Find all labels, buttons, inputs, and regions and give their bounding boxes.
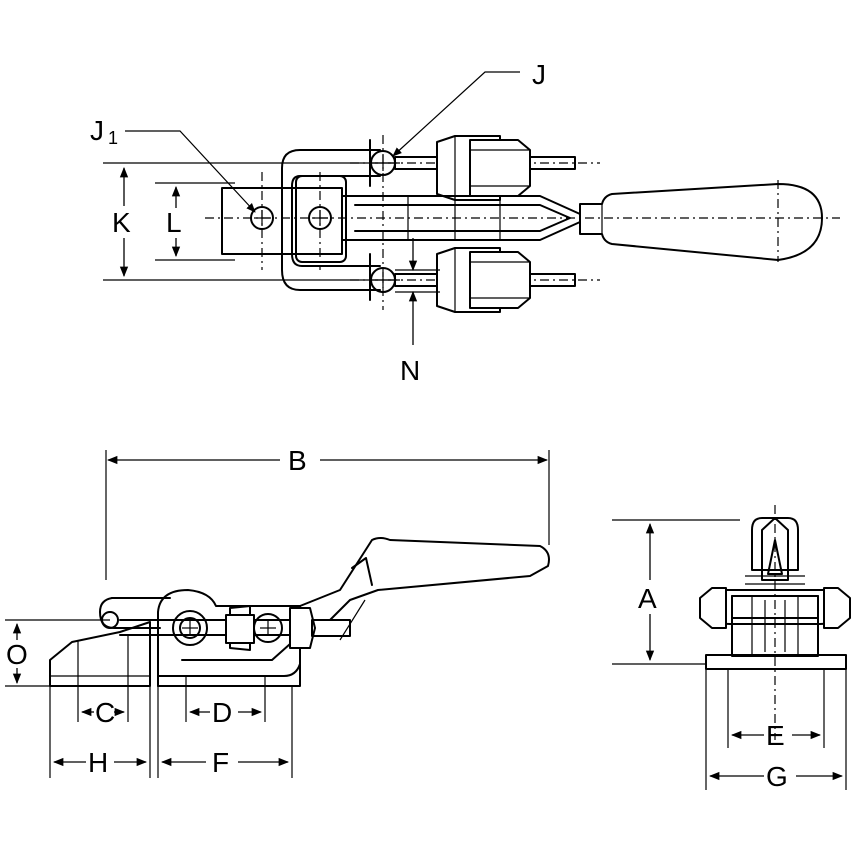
label-a: A bbox=[638, 583, 657, 614]
label-j: J bbox=[532, 59, 546, 90]
label-c: C bbox=[95, 697, 115, 728]
label-l: L bbox=[166, 207, 182, 238]
top-view: J J 1 K L N bbox=[90, 59, 840, 386]
label-d: D bbox=[212, 697, 232, 728]
label-b: B bbox=[288, 445, 307, 476]
label-e: E bbox=[766, 720, 785, 751]
label-k: K bbox=[112, 207, 131, 238]
side-view: B bbox=[5, 445, 550, 778]
end-view: A E G bbox=[612, 505, 851, 792]
label-h: H bbox=[88, 747, 108, 778]
label-f: F bbox=[212, 747, 229, 778]
label-n: N bbox=[400, 355, 420, 386]
label-o: O bbox=[6, 639, 28, 670]
label-g: G bbox=[766, 761, 788, 792]
label-j1: J bbox=[90, 115, 104, 146]
label-j1-subscript: 1 bbox=[108, 128, 118, 148]
